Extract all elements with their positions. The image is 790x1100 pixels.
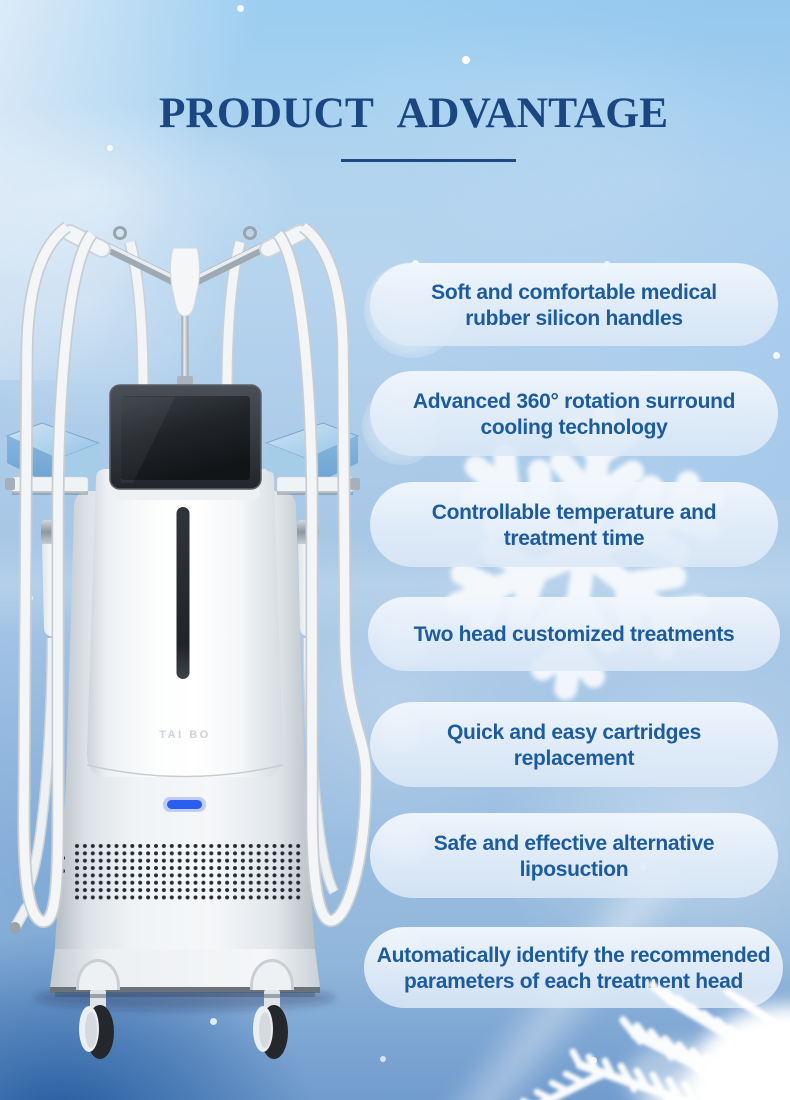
svg-text:TAI BO: TAI BO [159, 729, 210, 741]
